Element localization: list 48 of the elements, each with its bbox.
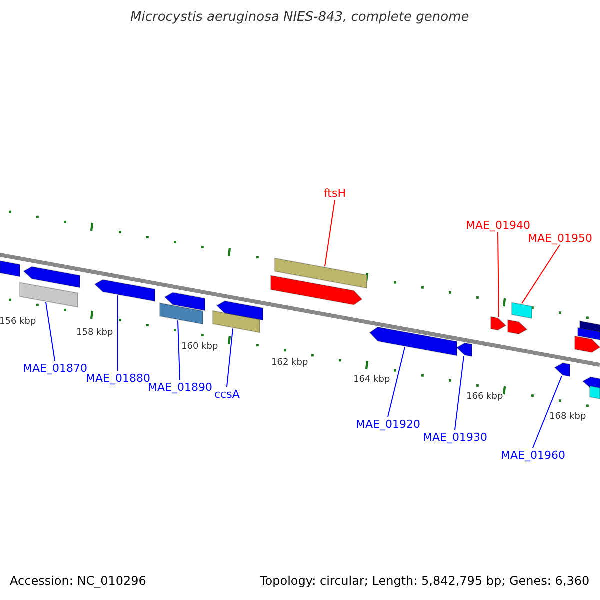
gene-block <box>270 275 363 306</box>
gene-label: MAE_01890 <box>148 381 212 394</box>
gene-box <box>512 302 532 320</box>
gene-box <box>578 327 600 341</box>
gene-label: ccsA <box>214 388 240 401</box>
gene-box <box>160 302 204 325</box>
gene-block <box>508 320 528 335</box>
gene-box <box>212 310 260 334</box>
scale-label: 164 kbp <box>354 374 390 387</box>
leader-line <box>522 244 560 304</box>
gene-block <box>574 336 600 354</box>
leader-line <box>178 320 180 380</box>
scale-label: 158 kbp <box>76 327 114 340</box>
gene-block <box>94 279 156 302</box>
leader-line <box>498 232 500 318</box>
gene-label: MAE_01880 <box>86 372 150 385</box>
gene-label: MAE_01940 <box>466 219 530 232</box>
gene-box <box>590 386 600 400</box>
gene-label: MAE_01920 <box>356 418 420 431</box>
gene-label: ftsH <box>324 187 346 200</box>
footer-text: Topology: circular; Length: 5,842,795 bp; Genes: 6,360 <box>260 575 590 588</box>
gene-block <box>456 342 472 358</box>
gene-label: MAE_01960 <box>501 449 566 462</box>
leader-line <box>324 200 336 268</box>
gene-block <box>216 300 264 321</box>
scale-label: 160 kbp <box>182 341 218 354</box>
leader-line <box>388 346 406 418</box>
gene-block <box>369 326 458 356</box>
gene-label: MAE_01930 <box>423 431 488 444</box>
leader-line <box>532 376 562 448</box>
footer-text: Accession: NC_010296 <box>10 575 146 588</box>
title: Microcystis aeruginosa NIES-843, complete genome <box>130 11 470 24</box>
gene-block <box>23 266 80 288</box>
gene-label: MAE_01870 <box>23 362 88 375</box>
gene-box <box>20 282 78 308</box>
leader-line <box>226 328 234 388</box>
gene-block <box>554 362 570 378</box>
scale-label: 168 kbp <box>550 411 586 424</box>
scale-label: 162 kbp <box>272 357 308 370</box>
leader-line <box>454 356 464 430</box>
scale-label: 156 kbp <box>0 316 36 329</box>
leader-line <box>46 302 56 362</box>
gene-box <box>0 260 20 278</box>
gene-label: MAE_01950 <box>528 232 592 245</box>
gene-block <box>164 292 206 312</box>
scale-label: 166 kbp <box>466 391 504 404</box>
gene-block <box>490 316 507 331</box>
gene-box <box>274 258 368 289</box>
